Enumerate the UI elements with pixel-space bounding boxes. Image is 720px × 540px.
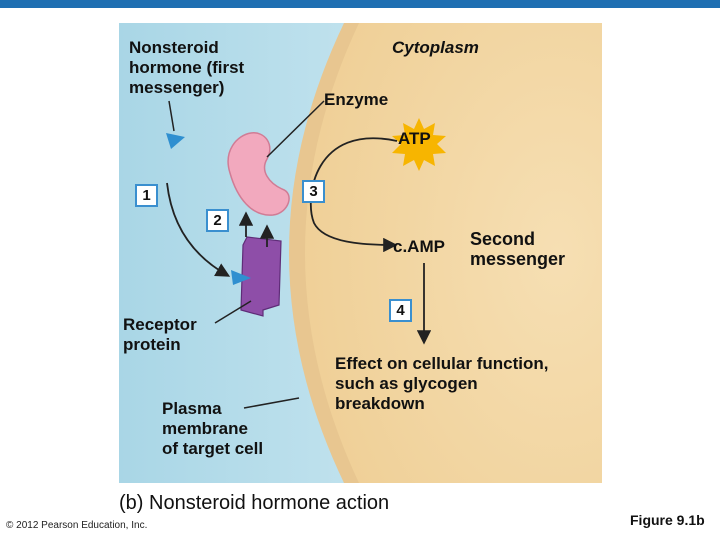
receptor-pointer [214,300,252,324]
enzyme-shape [227,132,290,216]
label-second-messenger: Second messenger [470,229,566,269]
membrane-pointer [243,397,300,409]
arrow-hormone-to-receptor [166,182,231,277]
label-cytoplasm: Cytoplasm [392,38,479,57]
atp-burst [392,118,446,171]
label-atp: ATP [398,129,431,148]
arrow-atp-to-camp [309,137,398,253]
step-4-badge: 4 [389,299,412,322]
receptor-protein-shape [240,236,282,317]
top-accent-bar [0,0,720,8]
copyright-notice: © 2012 Pearson Education, Inc. [6,520,148,531]
free-hormone-triangle [166,133,185,149]
diagram-graphic [119,23,602,483]
label-receptor: Receptor protein [123,315,197,354]
label-hormone: Nonsteroid hormone (first messenger) [129,38,245,97]
step-1-badge: 1 [135,184,158,207]
enzyme-pointer [266,100,325,158]
step-2-badge: 2 [206,209,229,232]
label-membrane: Plasma membrane of target cell [162,399,264,458]
label-camp: c.AMP [393,237,445,256]
figure-caption: (b) Nonsteroid hormone action [119,492,390,514]
label-effect: Effect on cellular function, such as gly… [335,354,549,413]
figure-number: Figure 9.1b [630,512,705,528]
diagram-panel [119,23,602,483]
bound-hormone-triangle [231,270,251,285]
hormone-pointer [168,100,175,132]
label-enzyme: Enzyme [324,90,389,109]
step-3-badge: 3 [302,180,325,203]
